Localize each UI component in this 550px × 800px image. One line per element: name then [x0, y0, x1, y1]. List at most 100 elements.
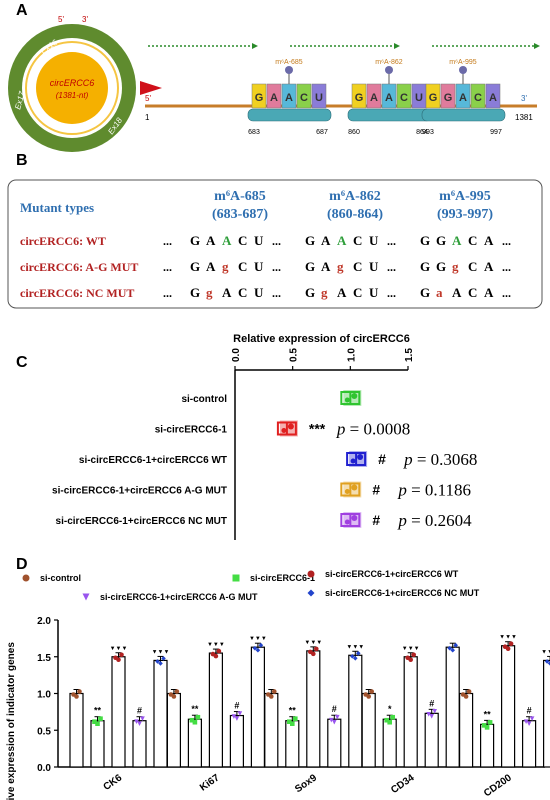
base-letter: A: [489, 92, 497, 104]
y-axis-label: Relative expression of indicator genes: [6, 642, 17, 800]
data-point: [314, 646, 319, 652]
data-point: [272, 689, 277, 694]
sequence-base: g: [452, 259, 459, 274]
m6a-dot: [459, 66, 467, 74]
data-point: [161, 656, 166, 661]
data-point: [335, 714, 340, 720]
data-point: [463, 694, 469, 699]
bar: [424, 712, 439, 768]
base-letter: U: [315, 92, 323, 104]
significance-marker: #: [527, 706, 532, 716]
significance-marker: ***: [309, 421, 326, 437]
base-block: [485, 83, 501, 109]
base-letter: G: [355, 92, 364, 104]
p-value-text: p = 0.1186: [397, 481, 471, 500]
x-tick-label: Sox9: [293, 772, 319, 795]
data-point: [231, 714, 237, 719]
y-tick-label: 1.5: [37, 653, 51, 664]
bar: [480, 723, 495, 768]
significance-marker: #: [137, 706, 142, 716]
significance-marker: #: [234, 701, 239, 711]
data-point: [369, 689, 375, 694]
circrna-inner-ring: [25, 41, 119, 135]
y-tick-label: 2.0: [37, 616, 51, 627]
y-tick-label: 0.0: [37, 763, 51, 774]
sequence-base: A: [321, 233, 331, 248]
sequence-base: U: [254, 259, 264, 274]
track-end: 1381: [515, 113, 533, 122]
base-block: [425, 83, 441, 109]
site-range: (860-864): [327, 207, 383, 222]
base-block: [266, 83, 282, 109]
legend-label: si-circERCC6-1: [250, 573, 315, 583]
site-cylinder: [247, 108, 332, 122]
data-point: [411, 652, 417, 658]
data-point: [213, 653, 219, 659]
sequence-base: C: [468, 233, 477, 248]
significance-marker: #: [372, 482, 380, 498]
legend-label: si-circERCC6-1+circERCC6 NC MUT: [325, 588, 480, 598]
data-point: [366, 694, 372, 699]
sequence-base: A: [222, 285, 232, 300]
site-range: (683-687): [212, 207, 268, 222]
ellipsis: ...: [272, 234, 281, 248]
x-tick-label: CD34: [389, 772, 417, 796]
ellipsis: ...: [387, 260, 396, 274]
sequence-base: U: [254, 233, 264, 248]
base-letter: A: [459, 92, 467, 104]
data-point: [74, 694, 79, 699]
sequence-base: A: [222, 233, 232, 248]
sequence-base: g: [222, 259, 229, 274]
sequence-base: C: [468, 259, 477, 274]
x-tick-label: CK6: [102, 772, 125, 793]
data-point: [481, 723, 487, 728]
sequence-base: G: [305, 233, 315, 248]
m6a-label: m⁶A-995: [449, 59, 476, 66]
sequence-base: A: [321, 259, 331, 274]
sequence-base: U: [369, 285, 379, 300]
sequence-base: C: [238, 285, 247, 300]
data-point: [508, 641, 514, 647]
base-block: [396, 83, 412, 109]
mutant-row-name: circERCC6: A-G MUT: [20, 260, 138, 274]
data-point: [195, 714, 201, 720]
data-point: [192, 719, 198, 725]
sequence-base: C: [238, 233, 247, 248]
bar: [229, 714, 244, 768]
data-point: [356, 650, 361, 656]
ellipsis: ...: [387, 286, 396, 300]
panel-b-frame: [7, 179, 543, 309]
data-point: [351, 393, 358, 399]
mutant-row-name: circERCC6: NC MUT: [20, 286, 134, 300]
data-point: [189, 717, 195, 723]
x-tick-label: 1.5: [404, 348, 415, 362]
data-point: [92, 719, 97, 724]
sequence-base: C: [238, 259, 247, 274]
bar: [501, 645, 516, 768]
sequence-base: C: [353, 285, 362, 300]
sequence-base: G: [305, 285, 315, 300]
legend-label: si-circERCC6-1+circERCC6 WT: [325, 569, 459, 579]
track-5: 5': [145, 94, 151, 103]
ellipsis: ...: [502, 234, 511, 248]
data-point: [450, 647, 455, 653]
data-point: [453, 642, 458, 648]
site-start: 683: [248, 129, 260, 136]
data-point: [351, 515, 358, 521]
significance-marker: ▼▼▼: [346, 644, 364, 650]
data-point: [234, 716, 240, 721]
mutant-row-name: circERCC6: WT: [20, 234, 106, 248]
strand-3: 3': [82, 15, 88, 24]
sequence-base: G: [420, 259, 430, 274]
site-end: 864: [416, 129, 428, 136]
panel-b-table: Mutant typesm⁶A-685(683-687)m⁶A-862(860-…: [7, 179, 543, 309]
sequence-base: C: [353, 259, 362, 274]
data-point: [344, 519, 350, 525]
sequence-base: G: [436, 233, 446, 248]
data-point: [350, 458, 356, 464]
legend-label: si-control: [40, 573, 81, 583]
data-point: [332, 719, 337, 725]
site-cylinder: [347, 108, 432, 122]
data-point: [311, 651, 316, 657]
